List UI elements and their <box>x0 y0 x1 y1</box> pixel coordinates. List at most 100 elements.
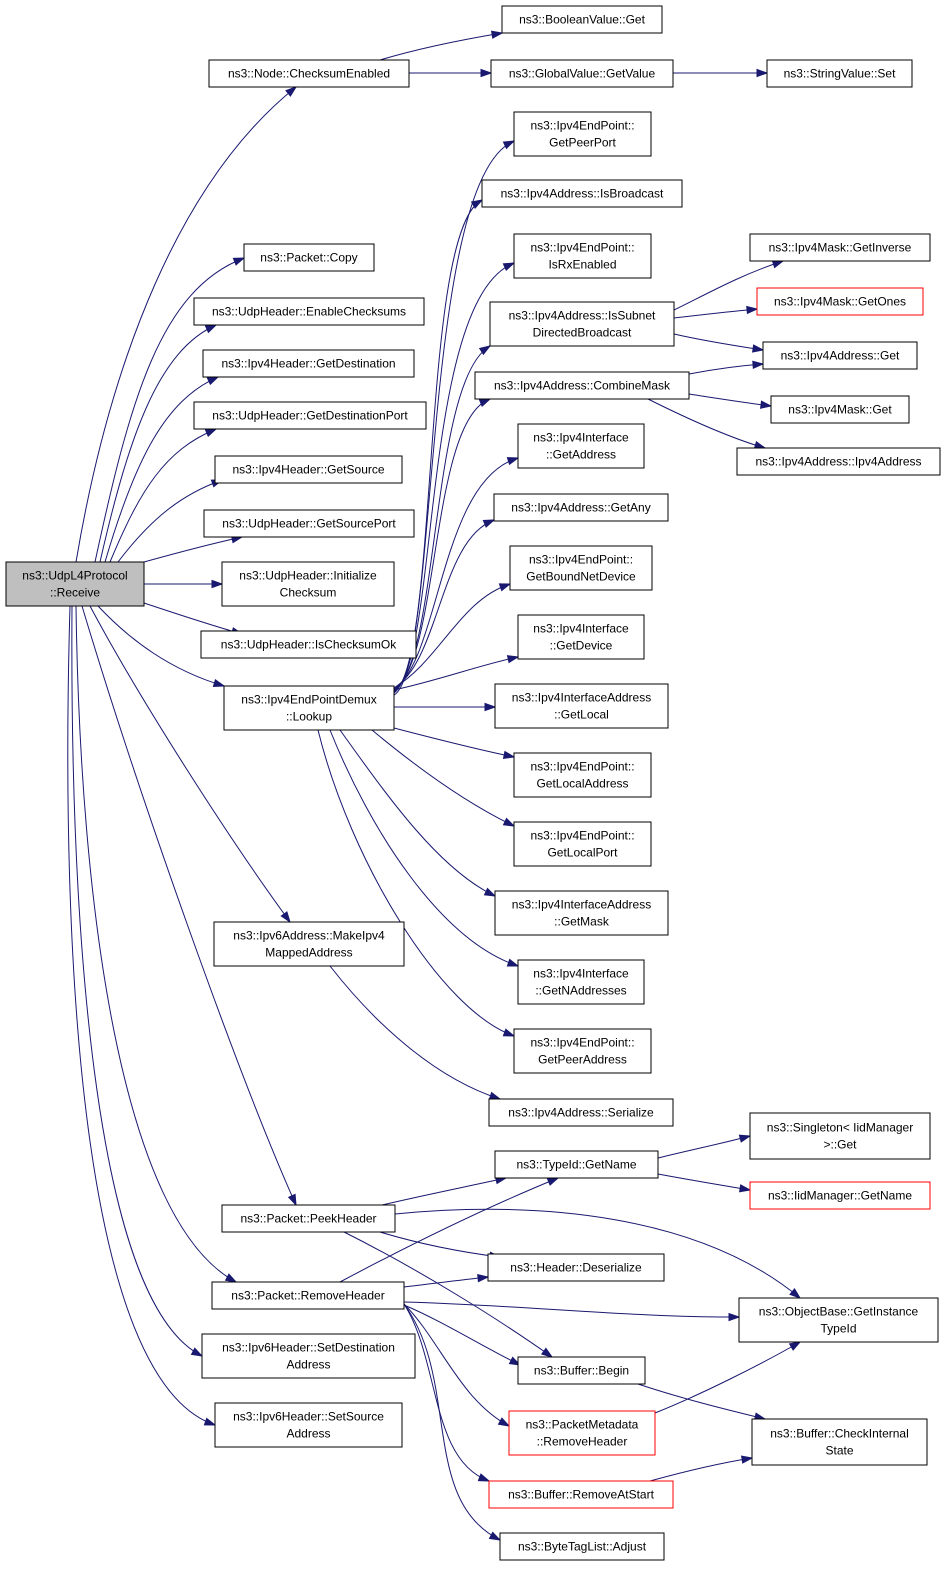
node-box[interactable] <box>766 59 913 88</box>
node-ipv4interface-getnaddresses[interactable]: ns3::Ipv4Interface::GetNAddresses <box>517 959 645 1005</box>
node-ipv4header-getdestination[interactable]: ns3::Ipv4Header::GetDestination <box>202 349 415 378</box>
node-box[interactable] <box>243 243 375 272</box>
node-box[interactable] <box>211 1281 405 1310</box>
node-udpheader-enablechecksums[interactable]: ns3::UdpHeader::EnableChecksums <box>193 297 425 326</box>
node-ipv4endpoint-getlocaladdress[interactable]: ns3::Ipv4EndPoint::GetLocalAddress <box>513 752 652 798</box>
node-box[interactable] <box>214 455 403 484</box>
node-udpheader-getdestinationport[interactable]: ns3::UdpHeader::GetDestinationPort <box>193 401 427 430</box>
node-box[interactable] <box>517 959 645 1005</box>
node-box[interactable] <box>749 1181 931 1210</box>
node-box[interactable] <box>517 1356 646 1385</box>
node-ipv4interface-getdevice[interactable]: ns3::Ipv4Interface::GetDevice <box>517 614 645 660</box>
node-box[interactable] <box>221 561 395 607</box>
node-box[interactable] <box>509 545 653 591</box>
node-ipv4address-serialize[interactable]: ns3::Ipv4Address::Serialize <box>488 1098 674 1127</box>
node-stringvalue-set[interactable]: ns3::StringValue::Set <box>766 59 913 88</box>
node-box[interactable] <box>481 179 683 208</box>
node-box[interactable] <box>203 509 415 538</box>
node-box[interactable] <box>5 561 145 607</box>
node-ipv4address-getany[interactable]: ns3::Ipv4Address::GetAny <box>493 493 669 522</box>
node-box[interactable] <box>762 341 918 370</box>
node-typeid-getname[interactable]: ns3::TypeId::GetName <box>494 1150 659 1179</box>
node-box[interactable] <box>488 1098 674 1127</box>
node-buffer-removeatstart[interactable]: ns3::Buffer::RemoveAtStart <box>488 1480 674 1509</box>
node-ipv4address-get[interactable]: ns3::Ipv4Address::Get <box>762 341 918 370</box>
node-ipv4mask-get[interactable]: ns3::Ipv4Mask::Get <box>770 395 910 424</box>
node-ipv4endpoint-getboundnetdevice[interactable]: ns3::Ipv4EndPoint::GetBoundNetDevice <box>509 545 653 591</box>
node-box[interactable] <box>513 821 652 867</box>
node-ipv4endpoint-getlocalport[interactable]: ns3::Ipv4EndPoint::GetLocalPort <box>513 821 652 867</box>
node-box[interactable] <box>508 1410 656 1456</box>
node-box[interactable] <box>738 1297 939 1343</box>
node-ipv4interfaceaddress-getlocal[interactable]: ns3::Ipv4InterfaceAddress::GetLocal <box>494 683 669 729</box>
node-bytetaglist-adjust[interactable]: ns3::ByteTagList::Adjust <box>499 1532 665 1561</box>
node-buffer-begin[interactable]: ns3::Buffer::Begin <box>517 1356 646 1385</box>
node-box[interactable] <box>193 297 425 326</box>
node-ipv4mask-getones[interactable]: ns3::Ipv4Mask::GetOnes <box>756 287 924 316</box>
node-box[interactable] <box>513 752 652 798</box>
node-box[interactable] <box>513 233 652 279</box>
node-box[interactable] <box>493 493 669 522</box>
node-ipv4address-isbroadcast[interactable]: ns3::Ipv4Address::IsBroadcast <box>481 179 683 208</box>
node-box[interactable] <box>494 1150 659 1179</box>
node-box[interactable] <box>208 59 410 88</box>
node-box[interactable] <box>770 395 910 424</box>
node-ipv4endpointdemux-lookup[interactable]: ns3::Ipv4EndPointDemux::Lookup <box>223 685 395 731</box>
node-box[interactable] <box>749 233 931 262</box>
node-box[interactable] <box>494 890 669 936</box>
node-udpheader-getsourceport[interactable]: ns3::UdpHeader::GetSourcePort <box>203 509 415 538</box>
node-box[interactable] <box>499 1532 665 1561</box>
node-booleanvalue-get[interactable]: ns3::BooleanValue::Get <box>501 5 663 34</box>
node-box[interactable] <box>749 1112 931 1160</box>
node-singleton-iidmanager-get[interactable]: ns3::Singleton< IidManager>::Get <box>749 1112 931 1160</box>
node-box[interactable] <box>736 447 941 476</box>
node-box[interactable] <box>487 1253 665 1282</box>
node-box[interactable] <box>501 5 663 34</box>
node-iidmanager-getname[interactable]: ns3::IidManager::GetName <box>749 1181 931 1210</box>
node-ipv4mask-getinverse[interactable]: ns3::Ipv4Mask::GetInverse <box>749 233 931 262</box>
node-box[interactable] <box>214 1402 403 1448</box>
node-box[interactable] <box>193 401 427 430</box>
node-box[interactable] <box>517 423 645 469</box>
node-node-checksumenabled[interactable]: ns3::Node::ChecksumEnabled <box>208 59 410 88</box>
node-udpl4protocol-receive[interactable]: ns3::UdpL4Protocol::Receive <box>5 561 145 607</box>
node-box[interactable] <box>517 614 645 660</box>
node-ipv4interface-getaddress[interactable]: ns3::Ipv4Interface::GetAddress <box>517 423 645 469</box>
node-box[interactable] <box>488 1480 674 1509</box>
node-box[interactable] <box>489 301 675 347</box>
node-udpheader-ischecksumok[interactable]: ns3::UdpHeader::IsChecksumOk <box>200 630 417 659</box>
node-header-deserialize[interactable]: ns3::Header::Deserialize <box>487 1253 665 1282</box>
node-globalvalue-getvalue[interactable]: ns3::GlobalValue::GetValue <box>490 59 674 88</box>
node-ipv4endpoint-getpeerport[interactable]: ns3::Ipv4EndPoint::GetPeerPort <box>513 111 652 157</box>
node-box[interactable] <box>490 59 674 88</box>
node-packetmetadata-removeheader[interactable]: ns3::PacketMetadata::RemoveHeader <box>508 1410 656 1456</box>
node-box[interactable] <box>201 1333 416 1379</box>
node-box[interactable] <box>213 921 405 967</box>
node-box[interactable] <box>223 685 395 731</box>
node-box[interactable] <box>221 1204 396 1233</box>
node-ipv4endpoint-isrxenabled[interactable]: ns3::Ipv4EndPoint::IsRxEnabled <box>513 233 652 279</box>
node-box[interactable] <box>751 1418 928 1466</box>
node-box[interactable] <box>200 630 417 659</box>
node-packet-copy[interactable]: ns3::Packet::Copy <box>243 243 375 272</box>
node-box[interactable] <box>202 349 415 378</box>
node-box[interactable] <box>513 1028 652 1074</box>
node-ipv4interfaceaddress-getmask[interactable]: ns3::Ipv4InterfaceAddress::GetMask <box>494 890 669 936</box>
node-ipv4endpoint-getpeeraddress[interactable]: ns3::Ipv4EndPoint::GetPeerAddress <box>513 1028 652 1074</box>
node-packet-peekheader[interactable]: ns3::Packet::PeekHeader <box>221 1204 396 1233</box>
node-box[interactable] <box>513 111 652 157</box>
node-ipv4address-combinemask[interactable]: ns3::Ipv4Address::CombineMask <box>474 371 690 400</box>
node-ipv4header-getsource[interactable]: ns3::Ipv4Header::GetSource <box>214 455 403 484</box>
node-box[interactable] <box>494 683 669 729</box>
node-box[interactable] <box>474 371 690 400</box>
node-box[interactable] <box>756 287 924 316</box>
node-packet-removeheader[interactable]: ns3::Packet::RemoveHeader <box>211 1281 405 1310</box>
node-ipv4address-issubnetdirectedbroadcast[interactable]: ns3::Ipv4Address::IsSubnetDirectedBroadc… <box>489 301 675 347</box>
node-ipv4address-ipv4address[interactable]: ns3::Ipv4Address::Ipv4Address <box>736 447 941 476</box>
